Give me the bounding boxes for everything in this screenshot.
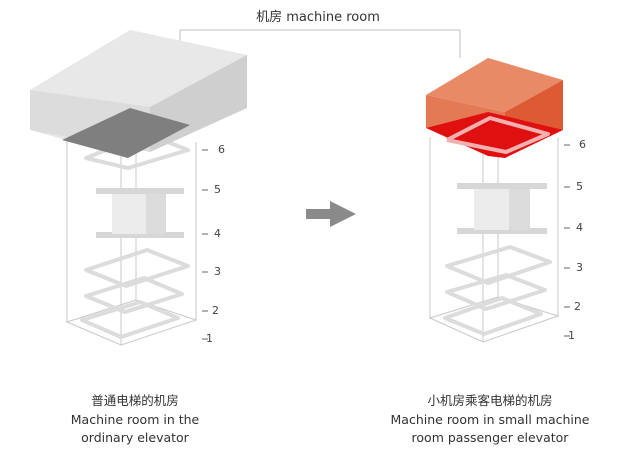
machine-room-header: 机房 machine room	[179, 6, 461, 58]
left-floor-label-3: 3	[214, 265, 221, 278]
left-floor-label-4: 4	[214, 227, 221, 240]
left-floor-3	[84, 248, 190, 288]
left-floor-ticks	[202, 149, 208, 340]
right-floor-label-6: 6	[579, 138, 586, 151]
right-elevator-car	[457, 183, 547, 234]
left-floor-label-1: 1	[206, 332, 213, 345]
header-label: 机房 machine room	[256, 9, 380, 25]
left-floor-1	[80, 300, 180, 339]
left-floor-label-5: 5	[214, 183, 221, 196]
right-caption-cn: 小机房乘客电梯的机房	[427, 393, 552, 408]
right-floor-3	[445, 245, 552, 285]
right-floor-ticks	[564, 144, 570, 337]
left-machine-room	[30, 30, 247, 158]
right-caption-en-1: Machine room in small machine	[391, 412, 590, 427]
left-caption-en-2: ordinary elevator	[81, 430, 190, 445]
right-floor-label-2: 2	[574, 300, 581, 313]
small-machine-room-elevator: 6 5 4 3 2 1 小机房乘客电梯的机房 Machine room in s…	[391, 58, 590, 445]
header-connector	[179, 29, 461, 58]
right-caption-en-2: room passenger elevator	[412, 430, 570, 445]
right-floor-slabs	[443, 245, 552, 336]
right-floor-label-5: 5	[576, 180, 583, 193]
left-caption-en-1: Machine room in the	[71, 412, 200, 427]
left-floor-label-2: 2	[212, 304, 219, 317]
ordinary-elevator: 6 5 4 3 2 1 普通电梯的机房 Machine room in the …	[30, 30, 247, 445]
right-floor-label-4: 4	[576, 221, 583, 234]
right-arrow-icon	[306, 201, 356, 227]
left-floor-label-6: 6	[218, 143, 225, 156]
header-label-bg	[243, 6, 393, 26]
right-floor-label-1: 1	[568, 329, 575, 342]
right-machine-room-base	[426, 112, 563, 158]
right-machine-room	[426, 58, 563, 158]
right-floor-1	[443, 296, 543, 336]
left-machine-room-base	[62, 108, 190, 158]
right-floor-label-3: 3	[576, 261, 583, 274]
left-elevator-car	[96, 188, 184, 238]
left-caption-cn: 普通电梯的机房	[91, 393, 179, 408]
